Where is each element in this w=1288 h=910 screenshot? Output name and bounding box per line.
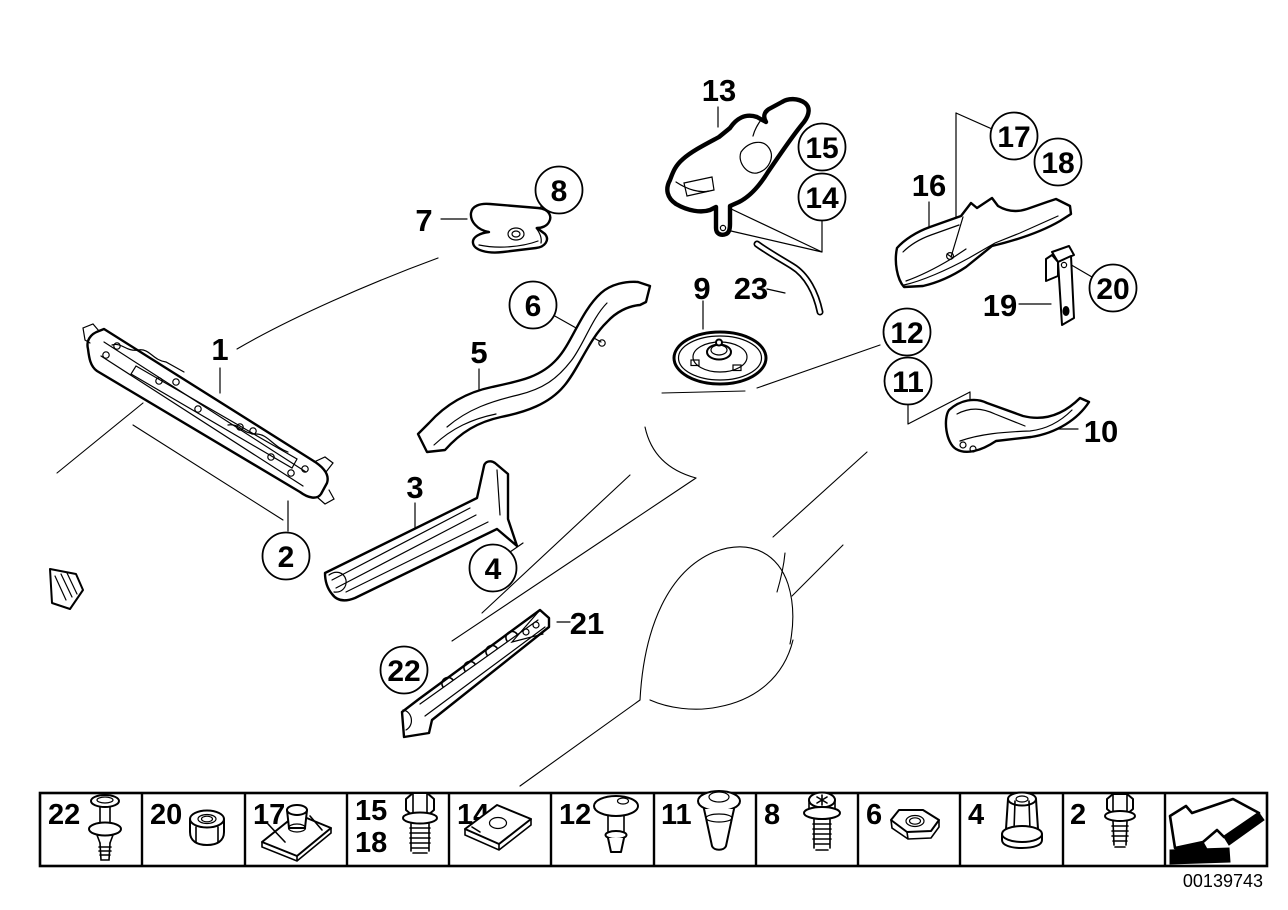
hex-washer-bolt-icon [1104, 793, 1136, 848]
legend-cell-8: 8 [764, 791, 841, 851]
diagram-part-number: 00139743 [1183, 871, 1263, 891]
section-cut-detail [49, 568, 84, 610]
part-label-3[interactable]: 3 [406, 470, 423, 505]
part-label-9[interactable]: 9 [693, 271, 710, 306]
circled-callout-22[interactable]: 22 [379, 645, 429, 695]
part-label-19[interactable]: 19 [983, 288, 1017, 323]
svg-text:11[interactable]: 11 [892, 366, 924, 399]
svg-text:8: 8 [764, 799, 780, 831]
svg-text:8[interactable]: 8 [551, 175, 568, 208]
expanding-rivet-large-head-icon [593, 795, 639, 853]
circled-callout-14[interactable]: 14 [797, 172, 847, 222]
fastener-legend-strip: 22 20 17 [38, 790, 1269, 868]
svg-text:17[interactable]: 17 [997, 121, 1030, 154]
circled-callout-6[interactable]: 6 [508, 280, 558, 330]
part-10-support [944, 396, 1091, 453]
part-7-bracket [469, 202, 552, 254]
part-label-23[interactable]: 23 [734, 271, 768, 306]
legend-cell-17: 17 [253, 799, 332, 862]
circled-callout-8[interactable]: 8 [534, 165, 584, 215]
svg-text:20: 20 [150, 799, 182, 831]
part-label-7[interactable]: 7 [415, 203, 432, 238]
part-label-21[interactable]: 21 [570, 606, 604, 641]
leader-lines [219, 106, 1093, 623]
part-21-sill-strip [400, 608, 551, 739]
circled-callout-2[interactable]: 2 [261, 531, 311, 581]
legend-cell-14: 14 [457, 799, 532, 851]
circled-callout-15[interactable]: 15 [797, 122, 847, 172]
part-23-hose [753, 240, 824, 316]
part-16-support-channel [894, 196, 1073, 289]
torx-washer-screw-icon [803, 791, 841, 851]
legend-cell-15-18: 15 18 [355, 792, 438, 859]
svg-text:11: 11 [661, 799, 692, 831]
part-label-10[interactable]: 10 [1084, 414, 1118, 449]
circled-callout-18[interactable]: 18 [1033, 137, 1083, 187]
svg-text:12[interactable]: 12 [890, 317, 923, 350]
circled-callout-11[interactable]: 11 [883, 356, 933, 406]
legend-cell-arrow [1168, 797, 1265, 865]
svg-text:6[interactable]: 6 [525, 290, 542, 323]
part-19-strap [1045, 245, 1075, 326]
cage-nut-icon [261, 804, 332, 862]
legend-cell-11: 11 [661, 790, 741, 851]
legend-cell-20: 20 [150, 799, 225, 846]
hex-nut-icon [890, 809, 940, 840]
part-label-1[interactable]: 1 [211, 332, 228, 367]
car-body-outline [56, 257, 881, 787]
part-3-sill-bracket [323, 460, 519, 602]
svg-text:4[interactable]: 4 [485, 553, 502, 586]
circled-callouts: 2 4 6 8 11 12 14 15 [261, 111, 1138, 695]
svg-text:22[interactable]: 22 [387, 655, 420, 688]
circled-callout-12[interactable]: 12 [882, 307, 932, 357]
svg-text:4: 4 [968, 799, 984, 831]
svg-text:2[interactable]: 2 [278, 541, 295, 574]
part-1-crossmember [82, 323, 335, 505]
part-label-16[interactable]: 16 [912, 168, 946, 203]
sealing-plug-icon [697, 790, 741, 851]
svg-text:14[interactable]: 14 [805, 182, 839, 215]
legend-cell-6: 6 [866, 799, 940, 840]
plain-callout-labels: 1 3 5 7 9 10 13 16 19 21 23 [211, 73, 1118, 641]
svg-text:15[interactable]: 15 [805, 132, 838, 165]
svg-text:18: 18 [355, 827, 387, 859]
legend-cell-4: 4 [968, 791, 1043, 849]
circled-callout-4[interactable]: 4 [468, 543, 518, 593]
installation-direction-arrow-icon [1168, 797, 1265, 865]
part-label-5[interactable]: 5 [470, 335, 487, 370]
legend-cell-22: 22 [48, 794, 122, 861]
legend-cell-2: 2 [1070, 793, 1136, 848]
svg-text:6: 6 [866, 799, 882, 831]
cap-nut-icon [1001, 791, 1043, 849]
svg-text:12: 12 [559, 799, 591, 831]
hex-flange-bolt-icon [402, 792, 438, 854]
part-label-13[interactable]: 13 [702, 73, 736, 108]
part-9-disc [672, 330, 768, 386]
svg-text:15: 15 [355, 795, 387, 827]
part-5-channel [416, 280, 652, 454]
svg-text:2: 2 [1070, 799, 1086, 831]
self-locking-nut-icon [189, 809, 225, 846]
circled-callout-20[interactable]: 20 [1088, 263, 1138, 313]
svg-text:18[interactable]: 18 [1041, 147, 1074, 180]
circled-callout-17[interactable]: 17 [989, 111, 1039, 161]
sheet-metal-clip-icon [464, 804, 532, 851]
expanding-rivet-icon [88, 794, 122, 861]
svg-text:20[interactable]: 20 [1096, 273, 1129, 306]
part-13-wheel-arch-cover [665, 96, 811, 237]
svg-text:22: 22 [48, 799, 80, 831]
legend-cell-12: 12 [559, 795, 639, 853]
